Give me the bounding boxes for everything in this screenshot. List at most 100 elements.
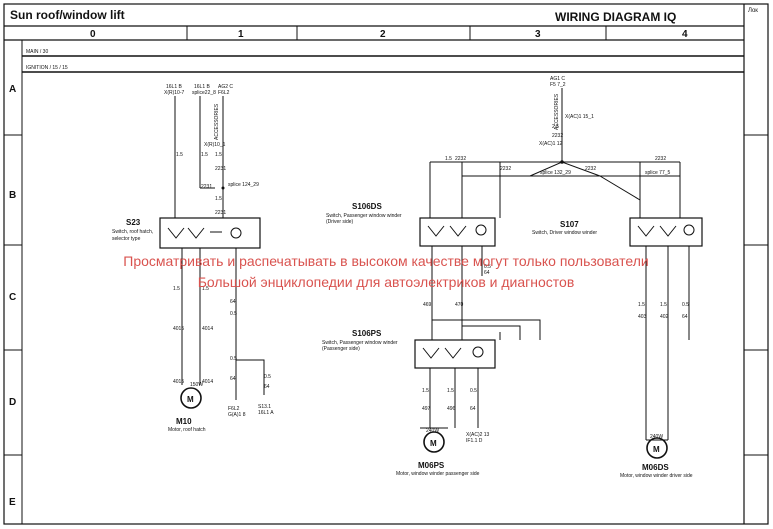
wire-label: 2232 (655, 156, 666, 162)
row-e: E (9, 497, 16, 508)
ground-label-3b: IF1.1 D (466, 438, 483, 444)
wire-label: 402 (660, 314, 669, 320)
label-top-b2: F5 7_2 (550, 82, 566, 88)
wire-label: 2231 (215, 210, 226, 216)
label-top-a2: 16L1 B (194, 84, 211, 90)
wire-label: 2232 (552, 133, 563, 139)
s106ps-desc2: (Passenger side) (322, 346, 360, 352)
wire-label: 0.5 (230, 356, 237, 362)
row-d: D (9, 397, 16, 408)
s23-desc2: selector type (112, 236, 141, 242)
wire-label: 2.5 (552, 124, 559, 130)
wire-label: 1.5 (215, 196, 222, 202)
wire-label: 403 (638, 314, 647, 320)
wire-label: 496 (447, 406, 456, 412)
ground-label-1b: G(A)1 8 (228, 412, 246, 418)
wire-label: 0.5 (264, 374, 271, 380)
m10-symbol: M (187, 395, 194, 404)
wire-label: 1.5 (638, 302, 645, 308)
s107-switch-box (629, 217, 703, 247)
column-4: 4 (682, 29, 688, 40)
wire-label: 4015 (173, 326, 184, 332)
watermark-line-1: Просматривать и распечатывать в высоком … (123, 253, 648, 269)
label-top-a2b: splice22_8 (192, 90, 216, 96)
m06ds-power: 240W (650, 434, 663, 440)
m10-desc: Motor, roof hatch (168, 427, 206, 433)
sheet-title: Sun roof/window lift (10, 8, 125, 22)
s106ds-desc1: Switch, Passenger window winder (326, 213, 402, 219)
splice-label-3: splice 77_5 (645, 170, 671, 176)
wire-label: 64 (470, 406, 476, 412)
wire-label: 1.5 (447, 388, 454, 394)
m06ds-desc: Motor, window winder driver side (620, 473, 693, 479)
m06ps-motor-symbol (423, 431, 445, 453)
ground-label-3: X(AC)2 13 (466, 432, 490, 438)
wire-label: 1.5 (422, 388, 429, 394)
column-2: 2 (380, 29, 386, 40)
wire-label: 1.5 (215, 152, 222, 158)
m06ds-symbol: M (653, 445, 660, 454)
frame (3, 3, 769, 525)
wire-label: 0.5 (230, 311, 237, 317)
ground-label-2b: 16L1 A (258, 410, 274, 416)
m06ps-symbol: M (430, 439, 437, 448)
wire-label: 64 (230, 376, 236, 382)
label-x-left: X(R)10_1 (204, 142, 226, 148)
watermark-line-2: Большой энциклопедии для автоэлектриков … (198, 274, 575, 290)
wire-label: 4014 (202, 379, 213, 385)
corner-mark: Лок (748, 8, 758, 14)
wire-label: 2231 (201, 184, 212, 190)
label-xac1: X(AC)1 15_1 (565, 114, 594, 120)
main-rail-label: MAIN / 30 (26, 49, 48, 55)
label-top-a3: AG2 C (218, 84, 233, 90)
wire-label: 64 (264, 384, 270, 390)
label-xac2: X(AC)1 12 (539, 141, 563, 147)
wire-label: 2232 (500, 166, 511, 172)
ignition-rail-label: IGNITION / 15 / 15 (26, 65, 68, 71)
label-top-b: AG1 C (550, 76, 565, 82)
m06ps-code: M06PS (418, 461, 445, 470)
label-top-a3b: F6L2 (218, 90, 230, 96)
m10-code: M10 (176, 417, 192, 426)
m06ds-motor-symbol (646, 437, 668, 459)
wire-label: 469 (423, 302, 432, 308)
column-0: 0 (90, 29, 96, 40)
m06ds-code: M06DS (642, 463, 669, 472)
wire-label: 470 (455, 302, 464, 308)
m10-power: 150W (190, 382, 203, 388)
wire-label: 1.5 (201, 152, 208, 158)
label-top-a1b: X(R)10-7 (164, 90, 185, 96)
splice-label-1: splice 124_29 (228, 182, 259, 188)
label-accessories-1: ACCESSORIES (214, 103, 220, 140)
s106ps-code: S106PS (352, 329, 382, 338)
m06ps-desc: Motor, window winder passenger side (396, 471, 480, 477)
s106ds-code: S106DS (352, 202, 382, 211)
m10-motor-symbol (180, 387, 202, 409)
splice-label-2: splice 132_29 (540, 170, 571, 176)
wire-label: 4014 (202, 326, 213, 332)
row-b: B (9, 190, 16, 201)
column-3: 3 (535, 29, 541, 40)
s107-desc1: Switch, Driver window winder (532, 230, 597, 236)
m06ps-power: 240W (426, 428, 439, 434)
wire-label: 1.5 (173, 286, 180, 292)
s106ds-desc2: (Driver side) (326, 219, 354, 225)
s23-switch-box (159, 217, 261, 249)
row-a: A (9, 84, 16, 95)
wire-label: 64 (682, 314, 688, 320)
wire-label: 4015 (173, 379, 184, 385)
wire-label: 0.5 (484, 264, 491, 270)
wire-label: 2231 (215, 166, 226, 172)
wire-label: 0.5 (682, 302, 689, 308)
s23-code: S23 (126, 218, 141, 227)
wire-label: 2232 (585, 166, 596, 172)
wire-label: 64 (230, 299, 236, 305)
wire-label: 2232 (455, 156, 466, 162)
wire-label: 0.5 (470, 388, 477, 394)
column-1: 1 (238, 29, 244, 40)
s23-desc1: Switch, roof hatch, (112, 229, 153, 235)
ground-label-1: F6L2 (228, 406, 240, 412)
wire-label: 1.5 (202, 286, 209, 292)
s106ds-switch-box (419, 217, 496, 247)
